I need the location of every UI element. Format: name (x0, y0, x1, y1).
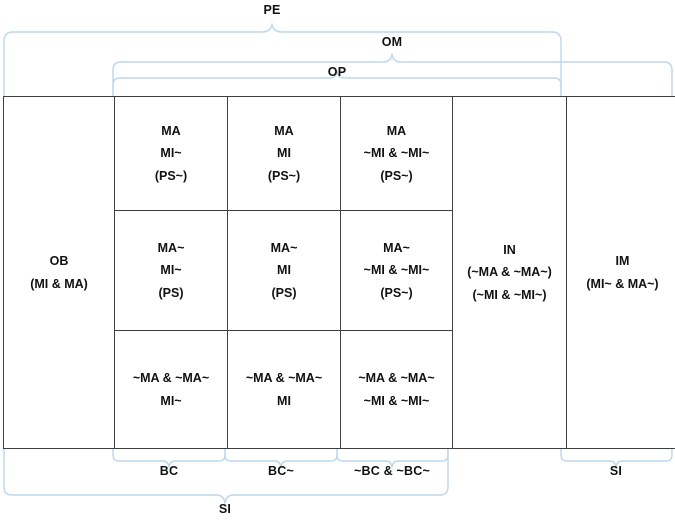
cell-r3c2-line-1: ~MA & ~MA~ (245, 371, 323, 385)
cell-r1c1-line-3: (PS~) (154, 168, 188, 183)
cell-in-line-2: (~MA & ~MA~) (467, 265, 552, 280)
cell-r1c3-line-1: MA (386, 123, 407, 138)
brace-pe (3, 23, 562, 97)
cell-im-line-1: IM (615, 254, 630, 268)
cell-r1c1-line-1: MA (161, 123, 181, 138)
cell-r1c1: MA MI~ (PS~) (114, 96, 228, 211)
cell-ob-line-2: (MI & MA) (30, 276, 88, 291)
cell-r2c3-line-3: (PS~) (380, 285, 413, 300)
cell-r1c3-line-2: ~MI & ~MI~ (363, 146, 430, 161)
brace-label-not-bc: ~BC & ~BC~ (354, 464, 430, 478)
cell-r3c2: ~MA & ~MA~ MI (227, 330, 341, 449)
brace-label-si-bottom: SI (218, 502, 232, 516)
cell-r2c1-line-3: (PS) (158, 285, 184, 300)
cell-r2c3-line-1: MA~ (383, 240, 410, 255)
brace-label-op: OP (327, 65, 347, 79)
cell-r1c2: MA MI (PS~) (227, 96, 341, 211)
cell-r1c1-line-2: MI~ (160, 146, 182, 161)
cell-r2c3: MA~ ~MI & ~MI~ (PS~) (340, 210, 453, 331)
table-row: MA~ MI~ (PS) MA~ MI (PS) MA~ ~MI & ~ (4, 210, 675, 331)
table-row: OB (MI & MA) MA MI~ (PS~) MA MI (PS~ (3, 96, 675, 449)
cell-in-line-3: (~MI & ~MI~) (472, 287, 547, 302)
cell-r1c2-line-3: (PS~) (267, 168, 301, 183)
cell-r1c2-line-1: MA (274, 123, 294, 138)
cell-r2c2-line-3: (PS) (271, 285, 297, 300)
matrix-table: OB (MI & MA) MA MI~ (PS~) MA MI (PS~ (3, 96, 675, 449)
brace-label-bc: BC (159, 464, 179, 478)
cell-r2c1-line-2: MI~ (160, 263, 182, 278)
cell-im: IM (MI~ & MA~) (566, 96, 675, 449)
cell-r3c1-line-2: MI~ (160, 393, 182, 408)
cell-ob-line-1: OB (49, 254, 69, 268)
cell-im-line-2: (MI~ & MA~) (586, 276, 659, 291)
cell-r2c2: MA~ MI (PS) (227, 210, 341, 331)
cell-in: IN (~MA & ~MA~) (~MI & ~MI~) (452, 96, 567, 449)
cell-r2c1-line-1: MA~ (157, 240, 185, 255)
brace-label-bc-tilde: BC~ (268, 464, 294, 478)
cell-r3c3-line-2: ~MI & ~MI~ (363, 393, 430, 408)
cell-r2c2-line-2: MI (277, 263, 291, 278)
cell-r3c1: ~MA & ~MA~ MI~ (114, 330, 228, 449)
cell-r1c3: MA ~MI & ~MI~ (PS~) (340, 96, 453, 211)
cell-r2c1: MA~ MI~ (PS) (114, 210, 228, 331)
cell-r3c3-line-1: ~MA & ~MA~ (358, 371, 435, 385)
cell-r1c3-line-3: (PS~) (380, 168, 413, 183)
cell-r1c2-line-2: MI (277, 146, 291, 161)
cell-ob: OB (MI & MA) (3, 96, 115, 449)
brace-om (112, 53, 673, 97)
cell-in-line-1: IN (503, 242, 516, 257)
cell-r3c1-line-1: ~MA & ~MA~ (132, 371, 210, 385)
cell-r2c3-line-2: ~MI & ~MI~ (363, 263, 430, 278)
brace-label-om: OM (381, 35, 403, 49)
brace-label-si-right: SI (609, 464, 623, 478)
cell-r3c3: ~MA & ~MA~ ~MI & ~MI~ (340, 330, 453, 449)
cell-r2c2-line-1: MA~ (270, 240, 298, 255)
cell-r3c2-line-2: MI (277, 393, 291, 408)
table-row: ~MA & ~MA~ MI~ ~MA & ~MA~ MI ~MA & ~MA~ … (4, 330, 675, 449)
brace-label-pe: PE (263, 3, 281, 17)
